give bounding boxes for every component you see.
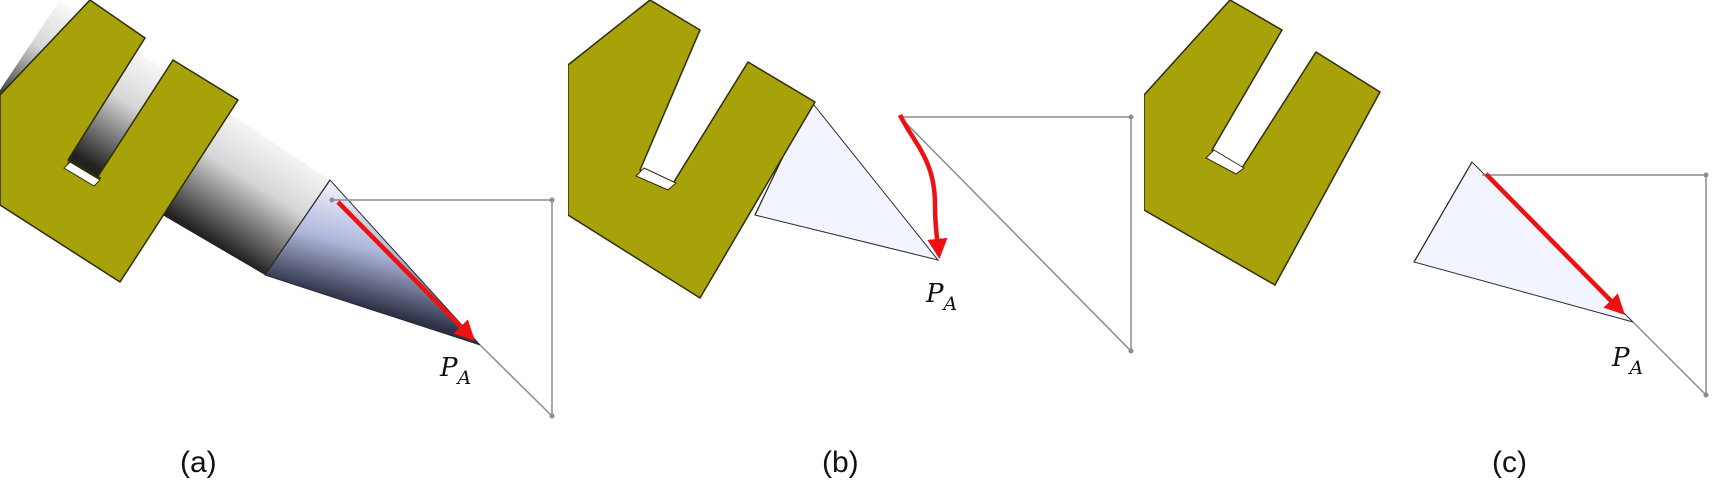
caption-c: (c)	[1492, 446, 1527, 479]
bracket-slot	[63, 161, 101, 187]
panel-a: PA (a)	[0, 0, 555, 479]
motion-arrow	[1484, 172, 1625, 315]
caption-a: (a)	[180, 446, 217, 479]
bracket-slot	[1205, 149, 1245, 175]
panel-b: PA (b)	[568, 0, 1134, 479]
motion-arrow	[336, 200, 475, 341]
guide-line	[1482, 174, 1707, 397]
bracket-slot	[635, 167, 677, 191]
bracket	[568, 0, 817, 300]
guide-line	[899, 116, 1132, 353]
point-label-pa: PA	[1611, 343, 1643, 379]
caption-b: (b)	[822, 446, 859, 479]
panel-c: PA (c)	[1144, 0, 1709, 479]
guide-line	[332, 199, 553, 418]
bracket	[1144, 0, 1381, 287]
point-label-pa: PA	[925, 279, 957, 315]
point-label-pa: PA	[439, 353, 471, 389]
motion-arrow	[897, 113, 948, 260]
